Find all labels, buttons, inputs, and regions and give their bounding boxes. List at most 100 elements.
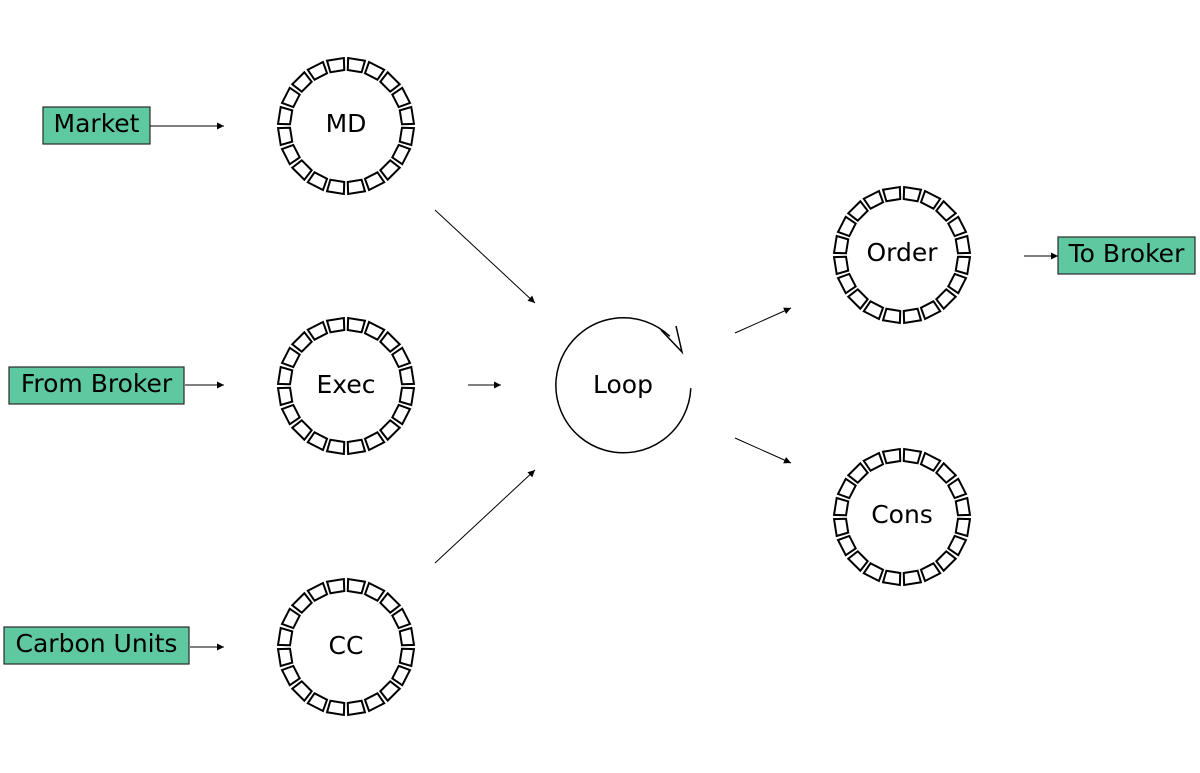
ring-segment (832, 255, 850, 276)
ring-segment (902, 569, 923, 587)
ring-segment (881, 447, 902, 465)
ring-segment (836, 534, 857, 557)
ring-segment (902, 185, 923, 203)
source-box-market-label: Market (54, 109, 140, 138)
ring-buffer-cons: Cons (832, 447, 972, 587)
ring-segment (954, 255, 972, 276)
ring-segment (363, 320, 386, 341)
ring-segment (378, 330, 402, 354)
ring-segment (306, 171, 329, 192)
source-box-market-rect (42, 106, 151, 145)
ring-segment (378, 679, 402, 703)
ring-segment (947, 477, 968, 500)
ring-segment (290, 330, 314, 354)
ring-segment (325, 178, 346, 196)
ring-segment (306, 60, 329, 81)
ring-segment (306, 320, 329, 341)
ring-segment (325, 699, 346, 717)
ring-segment (398, 647, 416, 668)
source-box-carbon-units: Carbon Units (3, 626, 190, 665)
ring-buffer-exec: Exec (276, 316, 416, 456)
ring-segment (934, 461, 958, 485)
ring-segment (947, 215, 968, 238)
ring-segment (391, 143, 412, 166)
ring-segment (391, 346, 412, 369)
ring-segment (346, 56, 367, 74)
ring-segment (862, 189, 885, 210)
ring-segment (363, 692, 386, 713)
ring-segment (398, 105, 416, 126)
ring-segment (325, 438, 346, 456)
ring-segment (290, 70, 314, 94)
source-box-from-broker-label: From Broker (21, 369, 173, 398)
ring-segment (276, 647, 294, 668)
loop-cycle-arrowhead (660, 325, 684, 355)
source-box-from-broker: From Broker (8, 366, 185, 405)
ring-segment (934, 199, 958, 223)
ring-segment (881, 307, 902, 325)
ring-segment (391, 607, 412, 630)
ring-buffer-md-label: MD (326, 109, 367, 138)
ring-segment (276, 386, 294, 407)
ring-segment (398, 626, 416, 647)
ring-segment (363, 431, 386, 452)
ring-segment (378, 418, 402, 442)
ring-segment (947, 534, 968, 557)
ring-segment (832, 496, 850, 517)
ring-segment (280, 86, 301, 109)
ring-segment (954, 517, 972, 538)
ring-segment (398, 365, 416, 386)
ring-segment (280, 664, 301, 687)
ring-segment (346, 316, 367, 334)
ring-segment (280, 403, 301, 426)
edge-md-to-loop (434, 209, 536, 304)
ring-segment (846, 461, 870, 485)
ring-segment (378, 158, 402, 182)
edge-loop-to-order (734, 307, 792, 334)
ring-segment (832, 234, 850, 255)
ring-segment (290, 679, 314, 703)
source-box-carbon-units-label: Carbon Units (16, 629, 178, 658)
edge-cc-to-loop (434, 469, 536, 564)
ring-segment (398, 126, 416, 147)
ring-segment (862, 562, 885, 583)
ring-segment (836, 215, 857, 238)
ring-segment (346, 577, 367, 595)
ring-segment (346, 699, 367, 717)
sink-box-to-broker: To Broker (1057, 236, 1196, 275)
ring-segment (325, 56, 346, 74)
ring-buffer-md: MD (276, 56, 416, 196)
ring-segment (954, 234, 972, 255)
ring-segment (276, 126, 294, 147)
ring-segment (862, 300, 885, 321)
ring-segment (391, 664, 412, 687)
ring-segment (862, 451, 885, 472)
ring-segment (846, 549, 870, 573)
ring-segment (378, 70, 402, 94)
ring-buffer-cc-label: CC (329, 631, 364, 660)
ring-buffer-exec-label: Exec (317, 370, 376, 399)
ring-segment (947, 272, 968, 295)
ring-segment (919, 451, 942, 472)
ring-segment (290, 591, 314, 615)
ring-segment (398, 386, 416, 407)
ring-segment (276, 105, 294, 126)
ring-segment (934, 549, 958, 573)
ring-segment (363, 581, 386, 602)
ring-segment (290, 418, 314, 442)
ring-segment (846, 199, 870, 223)
ring-segment (919, 300, 942, 321)
ring-segment (391, 403, 412, 426)
ring-segment (306, 581, 329, 602)
ring-segment (280, 346, 301, 369)
ring-segment (346, 438, 367, 456)
ring-segment (346, 178, 367, 196)
ring-segment (363, 60, 386, 81)
ring-segment (290, 158, 314, 182)
source-box-market: Market (42, 106, 151, 145)
ring-segment (391, 86, 412, 109)
ring-segment (280, 143, 301, 166)
ring-segment (836, 477, 857, 500)
ring-segment (363, 171, 386, 192)
ring-segment (276, 365, 294, 386)
